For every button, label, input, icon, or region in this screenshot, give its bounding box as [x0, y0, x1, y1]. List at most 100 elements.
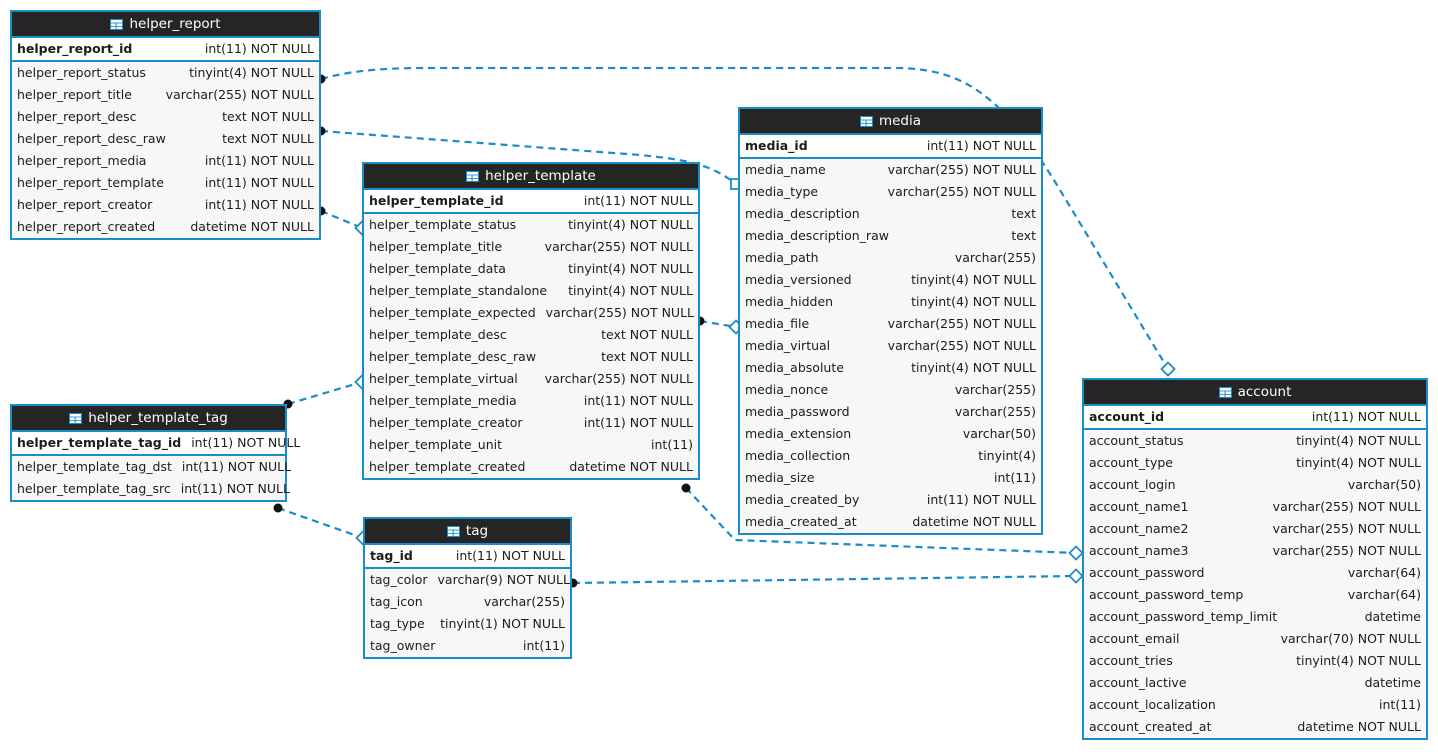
column-type: int(11) NOT NULL — [1311, 409, 1421, 424]
table-icon — [446, 525, 460, 537]
column-name: media_virtual — [745, 338, 831, 353]
column-name: account_created_at — [1089, 719, 1212, 734]
entity-header-media[interactable]: media — [740, 109, 1041, 135]
entity-header-account[interactable]: account — [1084, 380, 1426, 406]
column-name: media_extension — [745, 426, 852, 441]
relationship-rel-tpltag-virtual[interactable] — [283, 374, 370, 409]
relationship-rel-template-expected-media-file[interactable] — [695, 316, 744, 335]
column-type: datetime — [1364, 675, 1421, 690]
column-name: account_id — [1089, 409, 1165, 424]
entity-header-tag[interactable]: tag — [365, 519, 570, 545]
relationship-line — [277, 506, 364, 540]
column-type: int(11) — [1379, 697, 1421, 712]
entity-header-helper_template[interactable]: helper_template — [364, 164, 698, 190]
entity-header-helper_template_tag[interactable]: helper_template_tag — [12, 406, 285, 432]
column-type: int(11) NOT NULL — [926, 138, 1036, 153]
column-row-primary-key[interactable]: account_id int(11) NOT NULL — [1084, 406, 1426, 428]
entity-title: helper_report — [129, 16, 221, 32]
relationship-rel-report-creator-template-status[interactable] — [316, 206, 370, 236]
column-type: varchar(255) NOT NULL — [887, 338, 1036, 353]
entity-header-helper_report[interactable]: helper_report — [12, 12, 319, 38]
column-name: tag_icon — [370, 594, 423, 609]
column-name: media_created_by — [745, 492, 860, 507]
column-name: helper_template_desc_raw — [369, 349, 537, 364]
column-row[interactable]: media_virtual varchar(255) NOT NULL — [740, 335, 1041, 357]
relationship-rel-tpltag-tag[interactable] — [273, 503, 371, 546]
column-type: varchar(255) — [954, 404, 1036, 419]
column-type: int(11) NOT NULL — [204, 153, 314, 168]
relationship-rel-tag-color-account-password[interactable] — [568, 568, 1084, 588]
